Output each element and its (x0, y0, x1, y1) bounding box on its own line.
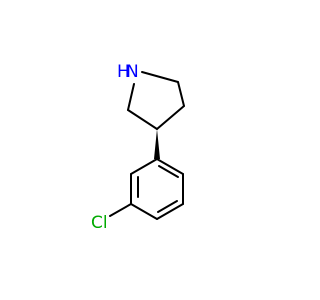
chlorine-label: Cl (91, 213, 108, 233)
bond-c5-n (127, 83, 135, 111)
bond-b5-cl (109, 203, 132, 217)
bond-b6-b1 (130, 158, 158, 175)
nitrogen-label: N (126, 62, 139, 82)
aromatic-double-bond-2 (157, 200, 178, 213)
hydrogen-label: H (117, 62, 130, 82)
bond-b4-b5 (130, 203, 158, 220)
bond-c3-c4 (156, 105, 185, 130)
stereo-wedge-bond (154, 129, 160, 159)
molecule-canvas: N H Cl (91, 62, 185, 233)
bond-c4-c5 (127, 109, 158, 130)
molecule-structure: N H Cl (91, 62, 185, 233)
bond-b3-b4 (156, 203, 184, 220)
bond-n-c2 (141, 71, 179, 83)
aromatic-double-bond-1 (158, 165, 179, 178)
bond-b1-b2 (156, 158, 184, 175)
bond-c2-c3 (177, 81, 185, 107)
